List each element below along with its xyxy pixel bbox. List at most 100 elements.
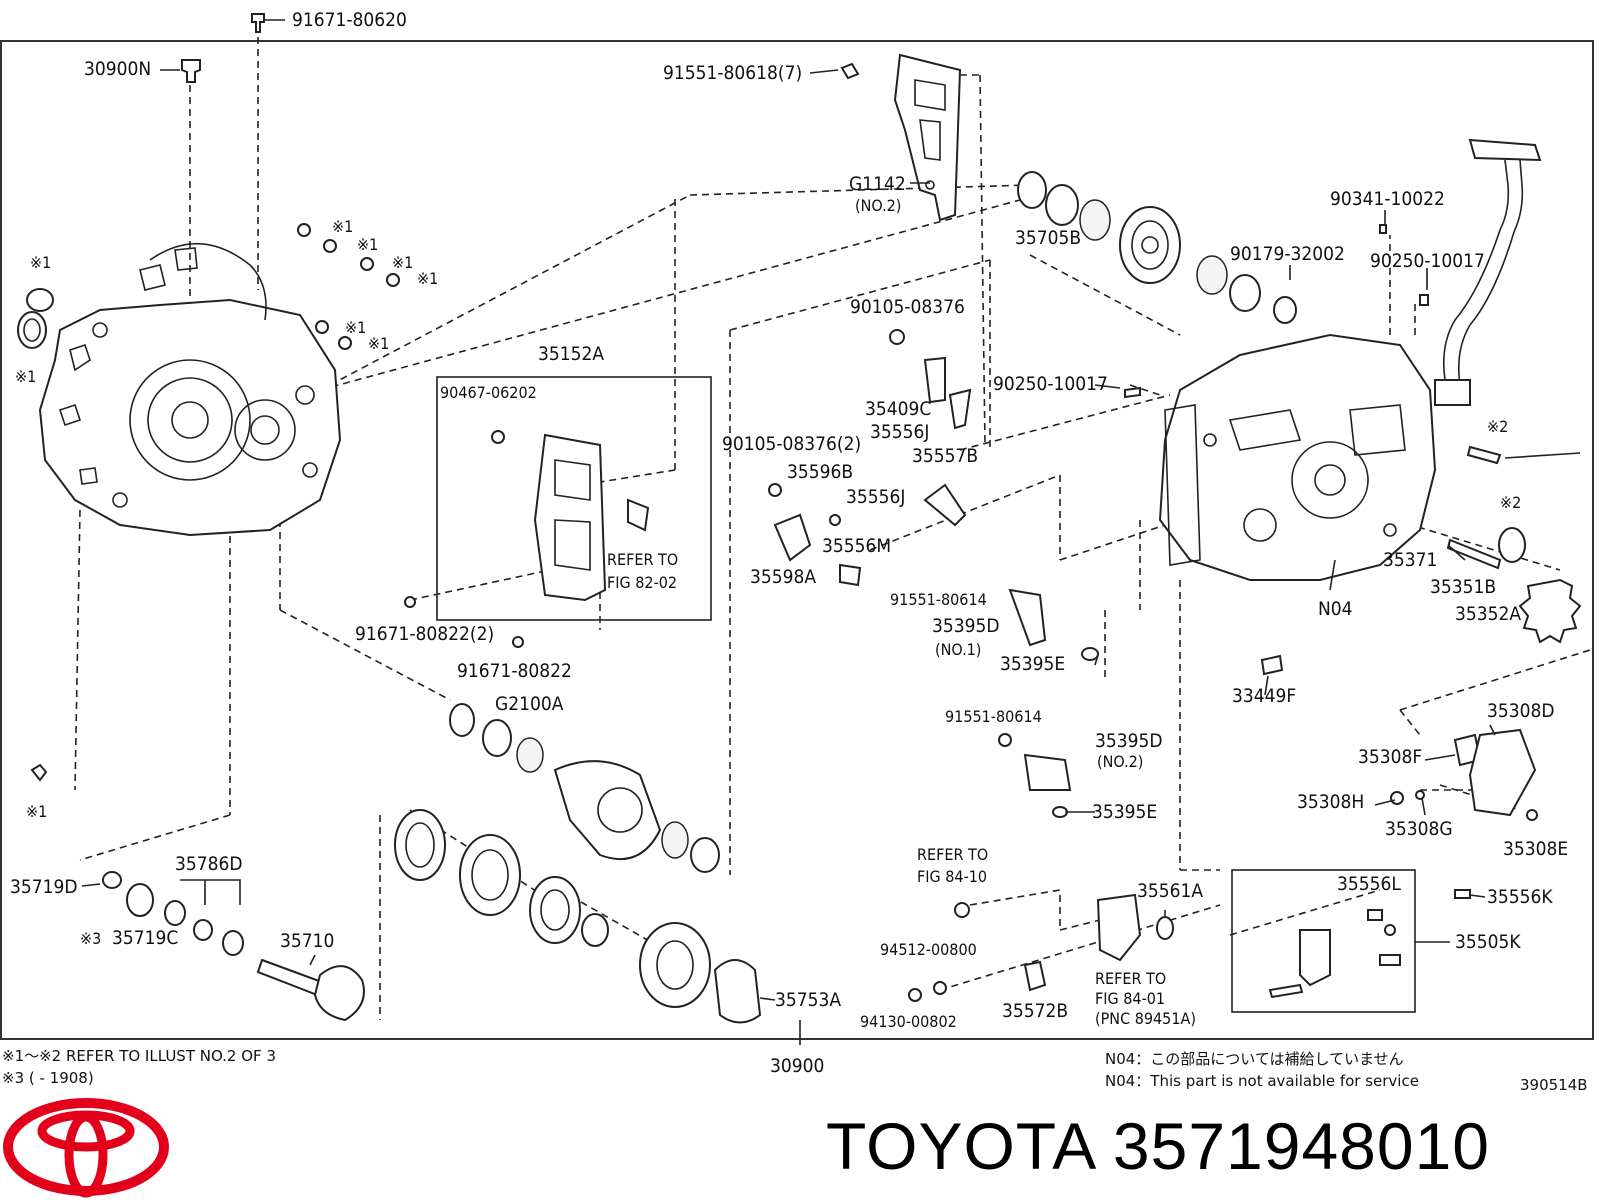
bracket-g1142 [840,53,962,222]
label-90179-32002: 90179-32002 [1230,243,1345,265]
label-refer-84-10-b: FIG 84-10 [917,867,987,886]
marker-1-i: ※1 [26,802,47,821]
label-35556K: 35556K [1487,886,1553,908]
label-35395D-no1: 35395D [932,615,1000,637]
label-35395D-no2: 35395D [1095,730,1163,752]
cover-35308 [1390,728,1538,821]
leader-lines [74,25,1591,1020]
note-n04-english: N04：This part is not available for servi… [1105,1072,1419,1090]
footnotes: ※1～※2 REFER TO ILLUST NO.2 OF 3 ※3 ( - 1… [2,1047,1588,1094]
transaxle-housing-left [38,242,342,537]
label-91551-80618: 91551-80618(7) [663,62,802,84]
part-labels: 91671-80620 30900N 91551-80618(7) G1142 … [10,9,1568,1077]
label-35352A: 35352A [1455,603,1521,625]
label-35395D-no2-sub: (NO.2) [1097,752,1143,771]
label-35308H: 35308H [1297,791,1364,813]
label-refer-84-01-c: (PNC 89451A) [1095,1009,1196,1028]
label-N04: N04 [1318,598,1353,620]
label-90467-06202: 90467-06202 [440,383,537,402]
label-35710: 35710 [280,930,334,952]
label-35308G: 35308G [1385,818,1453,840]
label-35786D: 35786D [175,853,243,875]
marker-1-g: ※1 [345,318,366,337]
note-n04-japanese: N04：この部品については補給していません [1105,1050,1404,1068]
label-G1142-no2: (NO.2) [855,196,901,215]
label-ticks [81,19,1581,1045]
left-seals [17,13,400,782]
label-35308D: 35308D [1487,700,1555,722]
label-91671-80822-2: 91671-80822(2) [355,623,494,645]
label-35557B: 35557B [912,445,978,467]
label-35371: 35371 [1383,549,1437,571]
toyota-logo [3,1098,169,1198]
label-90250-10017-top: 90250-10017 [1370,250,1485,272]
marker-1-d: ※1 [357,235,378,254]
label-G1142: G1142 [849,173,906,195]
label-91551-80614-a: 91551-80614 [890,590,987,609]
marker-1-b: ※1 [15,367,36,386]
shift-linkage [768,329,1141,818]
differential-assembly [394,703,762,1024]
marker-1-f: ※1 [417,269,438,288]
marker-2-a: ※2 [1487,417,1508,436]
label-refer-84-10-a: REFER TO [917,845,988,864]
label-90341-10022: 90341-10022 [1330,188,1445,210]
marker-2-b: ※2 [1500,493,1521,512]
diagram-id: 390514B [1520,1076,1588,1094]
label-35308F: 35308F [1358,746,1422,768]
label-G2100A: G2100A [495,693,564,715]
marker-1-a: ※1 [30,253,51,272]
label-35561A: 35561A [1137,880,1203,902]
label-91671-80822: 91671-80822 [457,660,572,682]
label-35753A: 35753A [775,989,841,1011]
label-35505K: 35505K [1455,931,1521,953]
valve-body-box [404,376,712,648]
label-30900N: 30900N [84,58,151,80]
label-refer-82-02-b: FIG 82-02 [607,573,677,592]
label-35395E-a: 35395E [1000,653,1065,675]
label-35719D: 35719D [10,876,78,898]
label-91671-80620: 91671-80620 [292,9,407,31]
label-35395D-no1-sub: (NO.1) [935,640,981,659]
brand-part-number: TOYOTA 3571948010 [825,1109,1490,1183]
label-35556M: 35556M [822,535,891,557]
transaxle-housing-right [1158,333,1582,676]
label-refer-84-01-b: FIG 84-01 [1095,989,1165,1008]
marker-3: ※3 [80,929,101,948]
label-35395E-b: 35395E [1092,801,1157,823]
label-35556J-b: 35556J [846,486,905,508]
label-30900: 30900 [770,1055,824,1077]
label-90250-10017-mid: 90250-10017 [993,373,1108,395]
label-94130-00802: 94130-00802 [860,1012,957,1031]
label-35705B: 35705B [1015,227,1081,249]
wire-harness [1434,138,1542,406]
marker-1-h: ※1 [368,334,389,353]
label-refer-82-02-a: REFER TO [607,550,678,569]
label-35556J-a: 35556J [870,421,929,443]
marker-1-c: ※1 [332,217,353,236]
label-35152A: 35152A [538,343,604,365]
label-35351B: 35351B [1430,576,1496,598]
diagram-frame [0,40,1594,1040]
label-35308E: 35308E [1503,838,1568,860]
note-refer-illust: ※1～※2 REFER TO ILLUST NO.2 OF 3 [2,1047,276,1065]
label-33449F: 33449F [1232,685,1296,707]
label-90105-08376: 90105-08376 [850,296,965,318]
shaft-35710 [102,871,365,1022]
gear-stack-top [1017,171,1429,324]
parts-35561A [908,893,1174,1002]
label-90105-08376-2: 90105-08376(2) [722,433,861,455]
label-35598A: 35598A [750,566,816,588]
label-35556L: 35556L [1337,873,1401,895]
label-94512-00800: 94512-00800 [880,940,977,959]
label-35596B: 35596B [787,461,853,483]
label-35719C: 35719C [112,927,178,949]
label-35572B: 35572B [1002,1000,1068,1022]
note-date-range: ※3 ( - 1908) [2,1069,94,1087]
label-refer-84-01-a: REFER TO [1095,969,1166,988]
label-35409C: 35409C [865,398,931,420]
label-91551-80614-b: 91551-80614 [945,707,1042,726]
marker-1-e: ※1 [392,253,413,272]
box-35505k [1231,869,1471,1013]
